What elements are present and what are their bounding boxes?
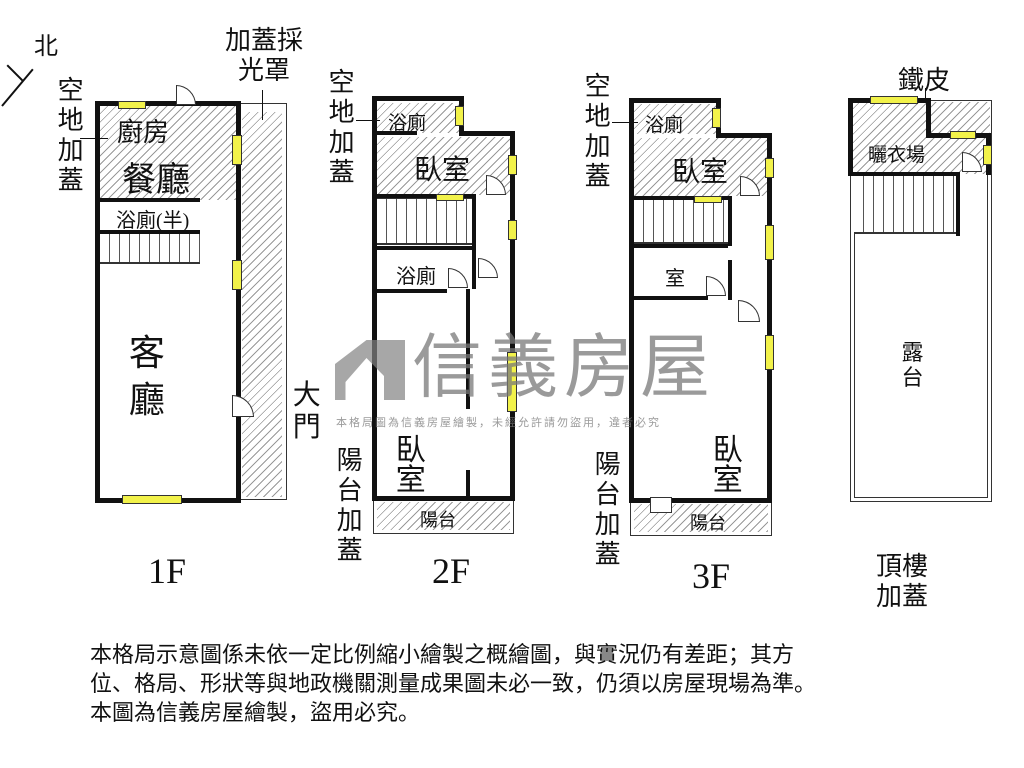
balcony-label: 陽台 — [690, 513, 726, 533]
annex-label: 空地加蓋 — [328, 68, 355, 187]
window — [232, 135, 242, 165]
roof-label: 頂樓加蓋 — [876, 552, 929, 611]
bath2-label: 浴廁 — [396, 266, 436, 288]
skylight-area — [242, 112, 282, 497]
disclaimer: 本格局示意圖係未依一定比例縮小繪製之概繪圖，與實況仍有差距；其方 位、格局、形狀… — [90, 640, 1000, 727]
window — [870, 96, 918, 104]
window — [122, 495, 182, 504]
dining-label: 餐廳 — [122, 162, 190, 199]
bedroom2-label: 臥室 — [395, 434, 426, 497]
bath-label: 浴廁 — [645, 115, 684, 136]
window — [650, 497, 672, 513]
window — [507, 352, 517, 412]
iron-sheet-label: 鐵皮 — [898, 66, 951, 95]
bath-area — [377, 103, 460, 133]
stairs — [100, 232, 200, 264]
window — [436, 194, 464, 201]
watermark-notice: 本格局圖為信義房屋繪製，未經允許請勿盜用，違者必究 — [336, 417, 661, 429]
terrace-label: 露台 — [901, 340, 924, 391]
floor-label-2f: 2F — [432, 551, 471, 591]
annex-label: 空地加蓋 — [584, 72, 611, 191]
stairs — [854, 174, 958, 234]
balcony-annex-label: 陽台加蓋 — [594, 450, 621, 569]
stairs — [634, 198, 728, 244]
disclaimer-line: 本格局示意圖係未依一定比例縮小繪製之概繪圖，與實況仍有差距；其方 — [90, 642, 795, 667]
window — [765, 335, 774, 370]
door-icon — [478, 258, 498, 278]
kitchen-dining-area — [100, 106, 236, 200]
bath-area — [634, 104, 716, 134]
skylight-label: 加蓋採光罩 — [224, 26, 303, 85]
kitchen-label: 廚房 — [117, 118, 170, 147]
main-door-label: 大門 — [292, 380, 321, 444]
door-icon — [706, 276, 726, 296]
bedroom2-label: 臥室 — [712, 434, 743, 497]
window — [508, 220, 517, 240]
disclaimer-line: 位、格局、形狀等與地政機關測量成果圖未必一致，仍須以房屋現場為準。 — [90, 671, 817, 696]
stairs — [377, 197, 472, 245]
window — [950, 131, 976, 139]
bedroom1-label: 臥室 — [414, 155, 471, 186]
door-icon — [176, 85, 196, 105]
door-icon — [448, 268, 468, 288]
window — [694, 196, 722, 203]
brand-logo-icon — [335, 340, 405, 400]
window — [765, 225, 774, 260]
window — [508, 155, 517, 175]
balcony-annex-label: 陽台加蓋 — [336, 446, 363, 565]
balcony-label: 陽台 — [420, 510, 456, 530]
living-label: 客廳 — [128, 333, 165, 420]
floor-label-1f: 1F — [148, 551, 187, 591]
door-icon — [738, 300, 760, 322]
disclaimer-line: 本圖為信義房屋繪製，盜用必究。 — [90, 700, 421, 725]
balcony-area — [377, 502, 510, 530]
laundry-label: 曬衣場 — [868, 145, 926, 166]
watermark-brand: 信義房屋 — [412, 328, 716, 406]
window — [712, 108, 721, 128]
half-bath-label: 浴廁(半) — [116, 210, 190, 232]
annex-label: 空地加蓋 — [57, 76, 84, 195]
room-label: 室 — [665, 268, 685, 290]
bedroom1-label: 臥室 — [672, 157, 729, 188]
window — [765, 158, 774, 178]
window — [983, 145, 992, 165]
window — [232, 260, 242, 290]
window — [455, 106, 464, 126]
floor-label-3f: 3F — [692, 556, 731, 596]
north-label: 北 — [34, 34, 58, 60]
bath1-label: 浴廁 — [388, 113, 427, 134]
window — [118, 101, 146, 109]
